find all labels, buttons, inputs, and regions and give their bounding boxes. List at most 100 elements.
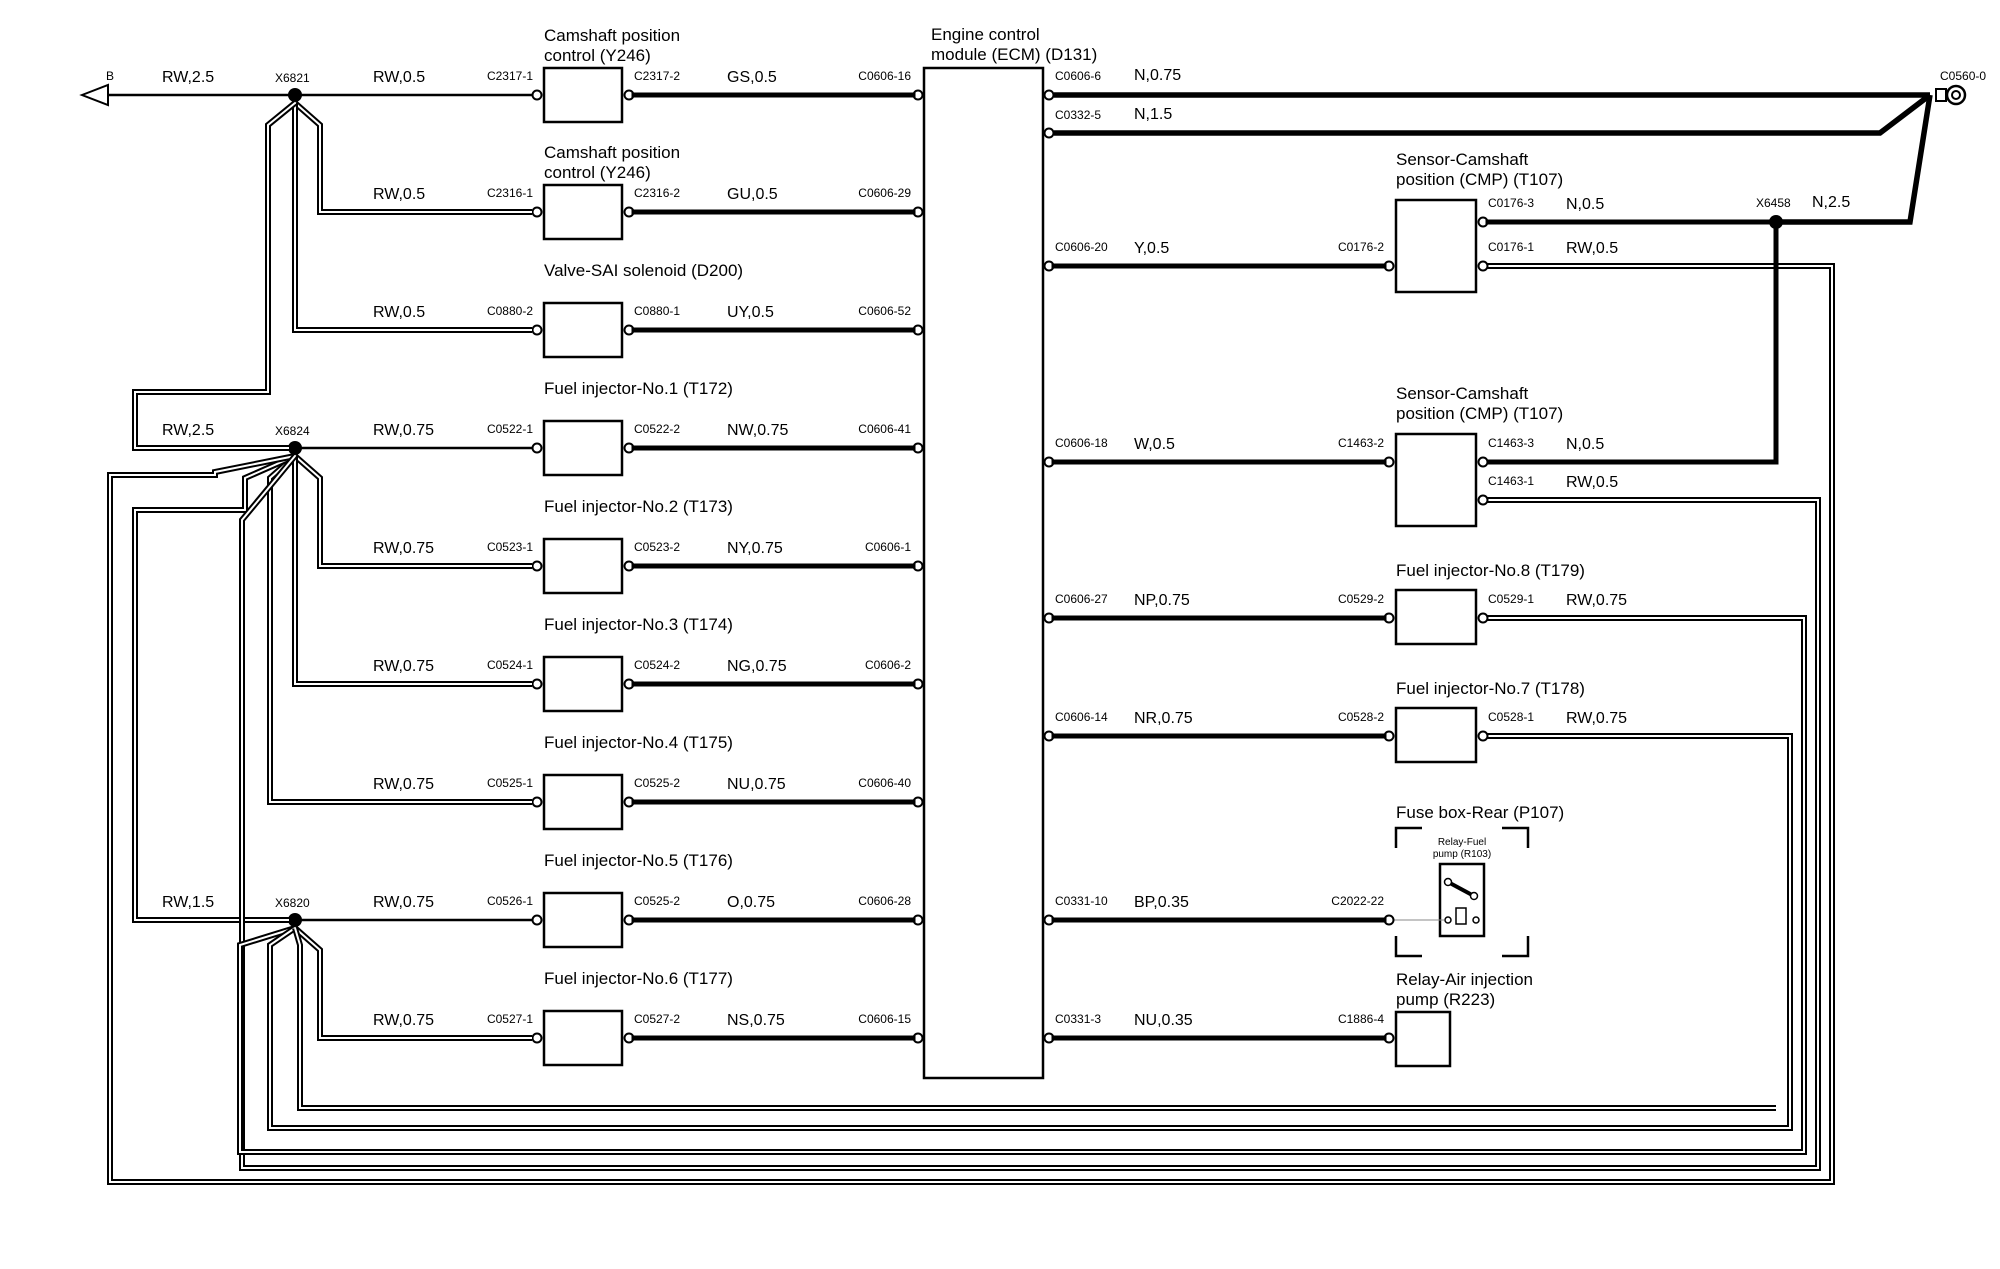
injector-8-pwr-wire-label: RW,0.75 bbox=[1566, 592, 1627, 609]
cmp-sensor-a-signal-wire-label: Y,0.5 bbox=[1134, 240, 1169, 257]
ecm-box bbox=[922, 66, 1045, 1080]
arrow-b-icon bbox=[79, 83, 109, 107]
injector-4-feed-wire bbox=[267, 453, 532, 805]
injector-2-signal-wire-label: NY,0.75 bbox=[727, 540, 783, 557]
injector-3-in-terminal bbox=[531, 678, 543, 690]
cmp-sensor-b-pwr-connector: C1463-1 bbox=[1488, 474, 1534, 488]
fuel-relay-coil-pin-2 bbox=[1472, 916, 1480, 924]
fuel-relay-contact-icon bbox=[1447, 880, 1475, 898]
injector-5-box bbox=[542, 891, 624, 949]
fuse-box-connector: C2022-22 bbox=[1331, 894, 1384, 908]
splice-x6824 bbox=[288, 441, 302, 455]
injector-4-ecm-connector: C0606-40 bbox=[858, 776, 911, 790]
injector-1-in-terminal bbox=[531, 442, 543, 454]
injector-1-out-connector: C0522-2 bbox=[634, 422, 680, 436]
cmp-y246-b-signal-wire-label: GU,0.5 bbox=[727, 186, 778, 203]
cmp-sensor-b-pwr-terminal bbox=[1477, 494, 1489, 506]
injector-5-in-terminal bbox=[531, 914, 543, 926]
cmp-y246-b-title-line1: Camshaft position bbox=[544, 143, 680, 162]
cmp-sensor-b-pwr-wire-label: RW,0.5 bbox=[1566, 474, 1618, 491]
splice-x6824-feed-label: RW,2.5 bbox=[162, 422, 214, 439]
ecm-title-line2: module (ECM) (D131) bbox=[931, 45, 1097, 64]
fuel-relay-contact-pin-2 bbox=[1469, 891, 1479, 901]
valve-sai-ecm-connector: C0606-52 bbox=[858, 304, 911, 318]
injector-6-feed-wire-label: RW,0.75 bbox=[373, 1012, 434, 1029]
fuel-relay-contact-pin-1 bbox=[1443, 877, 1453, 887]
fuse-box-ecm-connector: C0331-10 bbox=[1055, 894, 1108, 908]
cmp-sensor-a-pwr-connector: C0176-1 bbox=[1488, 240, 1534, 254]
injector-4-in-connector: C0525-1 bbox=[487, 776, 533, 790]
feed-x6824-harness-core bbox=[134, 102, 296, 449]
injector-4-signal-wire-label: NU,0.75 bbox=[727, 776, 786, 793]
cmp-y246-a-in-terminal bbox=[531, 89, 543, 101]
air-relay-connector: C1886-4 bbox=[1338, 1012, 1384, 1026]
splice-x6458-label: X6458 bbox=[1756, 196, 1791, 210]
injector-6-in-connector: C0527-1 bbox=[487, 1012, 533, 1026]
harness-inj8-return-core bbox=[239, 617, 1805, 1153]
cmp-sensor-a-title-line1: Sensor-Camshaft bbox=[1396, 150, 1529, 169]
valve-sai-out-connector: C0880-1 bbox=[634, 304, 680, 318]
injector-7-in-connector: C0528-2 bbox=[1338, 710, 1384, 724]
feed-x6820-harness-core bbox=[134, 455, 296, 921]
valve-sai-signal-wire-label: UY,0.5 bbox=[727, 304, 774, 321]
injector-2-ecm-connector: C0606-1 bbox=[865, 540, 911, 554]
injector-6-ecm-connector: C0606-15 bbox=[858, 1012, 911, 1026]
injector-2-title-line1: Fuel injector-No.2 (T173) bbox=[544, 497, 733, 516]
cmp-y246-a-box bbox=[542, 66, 624, 124]
cmp-y246-a-in-connector: C2317-1 bbox=[487, 69, 533, 83]
cmp-y246-b-feed-wire-core bbox=[294, 102, 532, 213]
injector-3-signal-wire-label: NG,0.75 bbox=[727, 658, 787, 675]
valve-sai-feed-wire-label: RW,0.5 bbox=[373, 304, 425, 321]
ecm-title-line1: Engine control bbox=[931, 25, 1040, 44]
injector-1-feed-wire-label: RW,0.75 bbox=[373, 422, 434, 439]
injector-2-feed-wire-label: RW,0.75 bbox=[373, 540, 434, 557]
fuel-relay-title-line1: Relay-Fuel bbox=[1438, 837, 1486, 848]
injector-7-pwr-wire-label: RW,0.75 bbox=[1566, 710, 1627, 727]
injector-6-out-connector: C0527-2 bbox=[634, 1012, 680, 1026]
fuse-box-corners bbox=[1394, 826, 1530, 958]
injector-3-in-connector: C0524-1 bbox=[487, 658, 533, 672]
cmp-y246-a-signal-wire-label: GS,0.5 bbox=[727, 69, 777, 86]
valve-sai-in-terminal bbox=[531, 324, 543, 336]
fuel-relay-coil-pin-1 bbox=[1444, 916, 1452, 924]
fuel-relay-coil-icon bbox=[1455, 907, 1467, 925]
ecm-ground-terminal-2 bbox=[1043, 127, 1055, 139]
cmp-sensor-a-gnd-connector: C0176-3 bbox=[1488, 196, 1534, 210]
injector-1-in-connector: C0522-1 bbox=[487, 422, 533, 436]
injector-5-title-line1: Fuel injector-No.5 (T176) bbox=[544, 851, 733, 870]
injector-3-ecm-connector: C0606-2 bbox=[865, 658, 911, 672]
cmp-y246-b-in-terminal bbox=[531, 206, 543, 218]
injector-2-in-connector: C0523-1 bbox=[487, 540, 533, 554]
splice-x6821-label: X6821 bbox=[275, 71, 310, 85]
ground-eyelet-label: C0560-0 bbox=[1940, 69, 1986, 83]
cmp-y246-a-title-line2: control (Y246) bbox=[544, 46, 651, 65]
air-relay-title-line2: pump (R223) bbox=[1396, 990, 1495, 1009]
injector-7-signal-wire-label: NR,0.75 bbox=[1134, 710, 1193, 727]
cmp-sensor-b-signal-wire-label: W,0.5 bbox=[1134, 436, 1175, 453]
cmp-sensor-b-gnd-connector: C1463-3 bbox=[1488, 436, 1534, 450]
air-relay-wire-label: NU,0.35 bbox=[1134, 1012, 1193, 1029]
cmp-y246-a-ecm-connector: C0606-16 bbox=[858, 69, 911, 83]
feed-x6824-harness bbox=[132, 100, 297, 451]
ground-wire-2-label: N,1.5 bbox=[1134, 106, 1172, 123]
injector-4-box bbox=[542, 773, 624, 831]
valve-sai-box bbox=[542, 301, 624, 359]
injector-7-title-line1: Fuel injector-No.7 (T178) bbox=[1396, 679, 1585, 698]
injector-3-feed-wire bbox=[292, 456, 532, 687]
ground-eyelet-crimp-icon bbox=[1935, 88, 1947, 102]
cmp-y246-b-feed-wire-label: RW,0.5 bbox=[373, 186, 425, 203]
injector-7-box bbox=[1394, 706, 1478, 764]
splice-x6821-feed-label: RW,2.5 bbox=[162, 69, 214, 86]
air-relay-title-line1: Relay-Air injection bbox=[1396, 970, 1533, 989]
injector-1-signal-wire-label: NW,0.75 bbox=[727, 422, 788, 439]
splice-x6820-label: X6820 bbox=[275, 896, 310, 910]
injector-6-signal-wire-label: NS,0.75 bbox=[727, 1012, 785, 1029]
injector-5-in-connector: C0526-1 bbox=[487, 894, 533, 908]
cmp-sensor-b-title-line1: Sensor-Camshaft bbox=[1396, 384, 1529, 403]
cmp-sensor-a-pwr-terminal bbox=[1477, 260, 1489, 272]
injector-6-in-terminal bbox=[531, 1032, 543, 1044]
cmp-sensor-b-gnd-wire-label: N,0.5 bbox=[1566, 436, 1604, 453]
cmp-sensor-b-gnd-wire bbox=[1488, 222, 1779, 465]
splice-x6820-feed-label: RW,1.5 bbox=[162, 894, 214, 911]
ground-trunk-wire bbox=[1780, 94, 1933, 225]
